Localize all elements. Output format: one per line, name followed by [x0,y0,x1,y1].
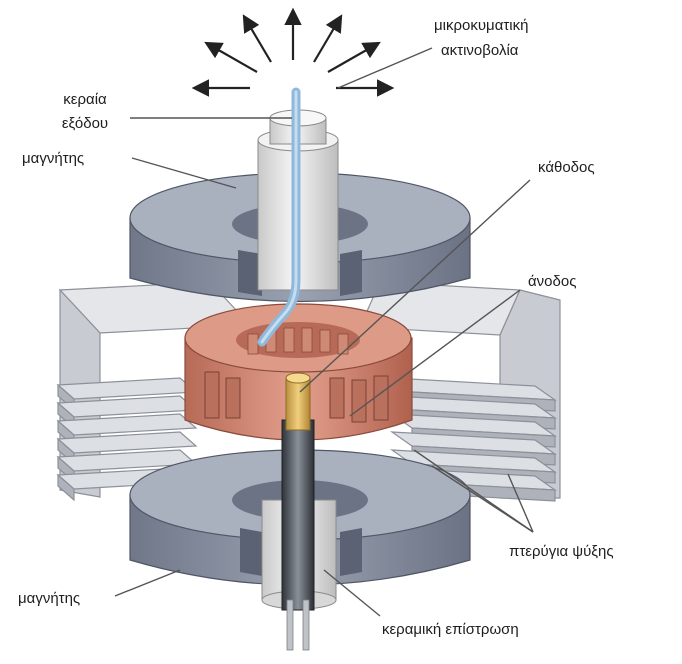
label-output-antenna-2: εξόδου [62,115,108,132]
cathode-assembly [282,373,314,650]
arrow-upright-icon [314,18,340,62]
label-magnet-bottom: μαγνήτης [18,590,80,607]
arrow-right-diag-icon [328,44,377,72]
label-cooling-fins: πτερύγια ψύξης [509,543,614,560]
label-microwave-radiation-2: ακτινοβολία [441,42,519,59]
label-cathode: κάθοδος [538,159,595,176]
arrow-upleft-icon [245,18,271,62]
arrow-left-diag-icon [208,44,257,72]
label-magnet-top: μαγνήτης [22,150,84,167]
label-output-antenna-1: κεραία [63,91,107,108]
label-ceramic-coating: κεραμική επίστρωση [382,621,519,638]
label-anode: άνοδος [528,273,576,290]
radiation-arrows [196,12,390,88]
label-microwave-radiation-1: μικροκυματική [434,17,528,34]
